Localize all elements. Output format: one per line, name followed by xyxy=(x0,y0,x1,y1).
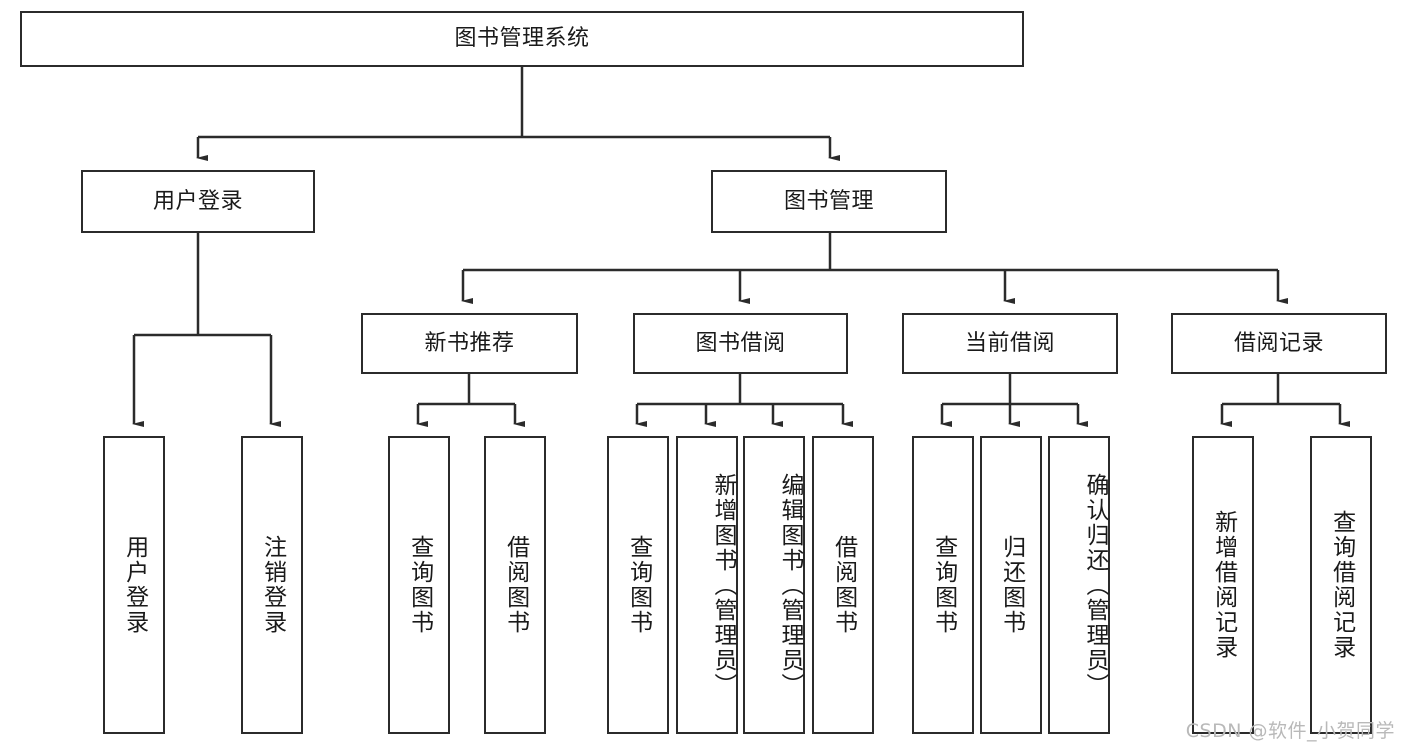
leaf-query-book-newbook-label: 查询图书 xyxy=(406,535,433,635)
leaf-query-book-borrow[interactable]: 查询图书 xyxy=(607,436,669,734)
leaf-borrow-book-newbook[interactable]: 借阅图书 xyxy=(484,436,546,734)
leaf-query-book-current-label: 查询图书 xyxy=(930,535,957,635)
watermark: CSDN @软件_小贺同学 xyxy=(1185,720,1395,742)
leaf-return-book[interactable]: 归还图书 xyxy=(980,436,1042,734)
leaf-edit-book-admin-label: 编辑图书（管理员） xyxy=(777,472,803,698)
leaf-logout[interactable]: 注销登录 xyxy=(241,436,303,734)
node-new-book-recommend-label: 新书推荐 xyxy=(424,330,515,356)
leaf-borrow-book-newbook-label: 借阅图书 xyxy=(502,535,529,635)
node-current-borrow-label: 当前借阅 xyxy=(964,330,1055,356)
leaf-return-book-label: 归还图书 xyxy=(998,535,1025,635)
node-book-borrow[interactable]: 图书借阅 xyxy=(633,313,848,374)
leaf-user-login[interactable]: 用户登录 xyxy=(103,436,165,734)
node-borrow-record-label: 借阅记录 xyxy=(1233,330,1324,356)
node-root-label: 图书管理系统 xyxy=(454,26,590,52)
node-book-borrow-label: 图书借阅 xyxy=(695,330,786,356)
leaf-query-book-borrow-label: 查询图书 xyxy=(625,535,652,635)
leaf-logout-label: 注销登录 xyxy=(259,535,286,635)
leaf-add-borrow-record[interactable]: 新增借阅记录 xyxy=(1192,436,1254,734)
leaf-user-login-label: 用户登录 xyxy=(121,535,148,635)
node-new-book-recommend[interactable]: 新书推荐 xyxy=(361,313,578,374)
leaf-query-book-newbook[interactable]: 查询图书 xyxy=(388,436,450,734)
node-user-login-label: 用户登录 xyxy=(152,188,243,214)
node-root[interactable]: 图书管理系统 xyxy=(20,11,1024,67)
leaf-edit-book-admin[interactable]: 编辑图书（管理员） xyxy=(743,436,805,734)
node-book-management[interactable]: 图书管理 xyxy=(711,170,947,233)
leaf-confirm-return-admin[interactable]: 确认归还（管理员） xyxy=(1048,436,1110,734)
leaf-add-book-admin-label: 新增图书（管理员） xyxy=(710,472,736,698)
leaf-borrow-book-borrow-label: 借阅图书 xyxy=(830,535,857,635)
node-book-management-label: 图书管理 xyxy=(783,188,874,214)
leaf-borrow-book-borrow[interactable]: 借阅图书 xyxy=(812,436,874,734)
leaf-add-borrow-record-label: 新增借阅记录 xyxy=(1210,510,1237,660)
leaf-add-book-admin[interactable]: 新增图书（管理员） xyxy=(676,436,738,734)
leaf-confirm-return-admin-label: 确认归还（管理员） xyxy=(1082,472,1108,698)
node-borrow-record[interactable]: 借阅记录 xyxy=(1171,313,1387,374)
node-user-login[interactable]: 用户登录 xyxy=(81,170,315,233)
leaf-query-borrow-record[interactable]: 查询借阅记录 xyxy=(1310,436,1372,734)
leaf-query-borrow-record-label: 查询借阅记录 xyxy=(1328,510,1355,660)
node-current-borrow[interactable]: 当前借阅 xyxy=(902,313,1118,374)
leaf-query-book-current[interactable]: 查询图书 xyxy=(912,436,974,734)
